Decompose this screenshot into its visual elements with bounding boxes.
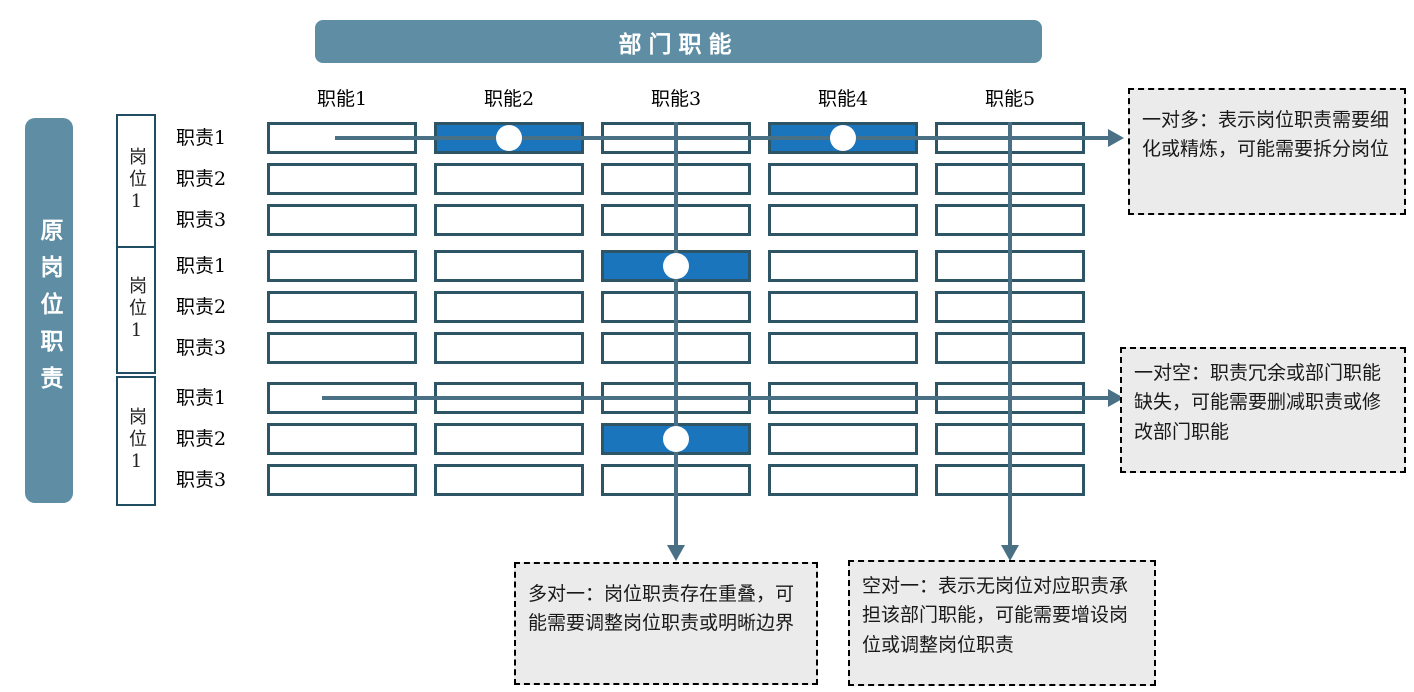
grid-cell [267,423,417,455]
position-group-label: 岗位1 [126,275,147,345]
mapping-dot-icon [496,125,522,151]
original-responsibilities-sidebar: 原岗位职责 [25,118,73,503]
grid-cell [434,423,584,455]
grid-cell [768,204,918,236]
column-header: 职能4 [817,88,869,110]
mapping-dot-icon [663,426,689,452]
one-to-many-arrowhead-icon [1108,129,1124,147]
department-functions-header: 部门职能 [315,20,1042,63]
row-label: 职责2 [175,168,227,190]
sidebar-title: 原岗位职责 [36,218,63,403]
empty-to-one-arrowhead-icon [1001,545,1019,561]
grid-cell [434,464,584,496]
callout-one-to-many: 一对多：表示岗位职责需要细化或精炼，可能需要拆分岗位 [1128,88,1406,215]
grid-cell [768,163,918,195]
grid-cell [434,250,584,282]
callout-empty-to-one: 空对一：表示无岗位对应职责承担该部门职能，可能需要增设岗位或调整岗位职责 [848,560,1156,686]
grid-cell [768,423,918,455]
grid-cell [768,250,918,282]
grid-cell [267,163,417,195]
row-label: 职责3 [175,209,227,231]
grid-cell [267,332,417,364]
one-to-empty-arrow-line [322,396,1110,400]
callout-many-to-one: 多对一：岗位职责存在重叠，可能需要调整岗位职责或明晰边界 [514,562,818,685]
column-header: 职能1 [316,88,368,110]
row-label: 职责1 [175,387,227,409]
grid-cell [768,464,918,496]
callout-one-to-empty: 一对空：职责冗余或部门职能缺失，可能需要删减职责或修改部门职能 [1120,347,1406,473]
grid-cell [267,250,417,282]
grid-cell [267,291,417,323]
position-group-label: 岗位1 [126,406,147,476]
grid-cell [267,204,417,236]
grid-cell [434,332,584,364]
grid-cell [434,204,584,236]
mapping-dot-icon [830,125,856,151]
many-to-one-arrow-line [674,122,678,545]
column-header: 职能5 [984,88,1036,110]
grid-cell [434,291,584,323]
position-group-label: 岗位1 [126,146,147,216]
mapping-dot-icon [663,253,689,279]
column-header: 职能3 [650,88,702,110]
row-label: 职责3 [175,469,227,491]
row-label: 职责3 [175,337,227,359]
row-label: 职责2 [175,296,227,318]
empty-to-one-arrow-line [1008,122,1012,545]
row-label: 职责2 [175,428,227,450]
one-to-many-arrow-line [335,136,1110,140]
grid-cell [434,163,584,195]
position-group-box: 岗位1 [116,246,156,374]
column-header: 职能2 [483,88,535,110]
many-to-one-arrowhead-icon [667,545,685,561]
position-group-box: 岗位1 [116,114,156,248]
grid-cell [768,332,918,364]
grid-cell [768,291,918,323]
grid-cell [267,464,417,496]
position-group-box: 岗位1 [116,376,156,506]
row-label: 职责1 [175,255,227,277]
row-label: 职责1 [175,127,227,149]
